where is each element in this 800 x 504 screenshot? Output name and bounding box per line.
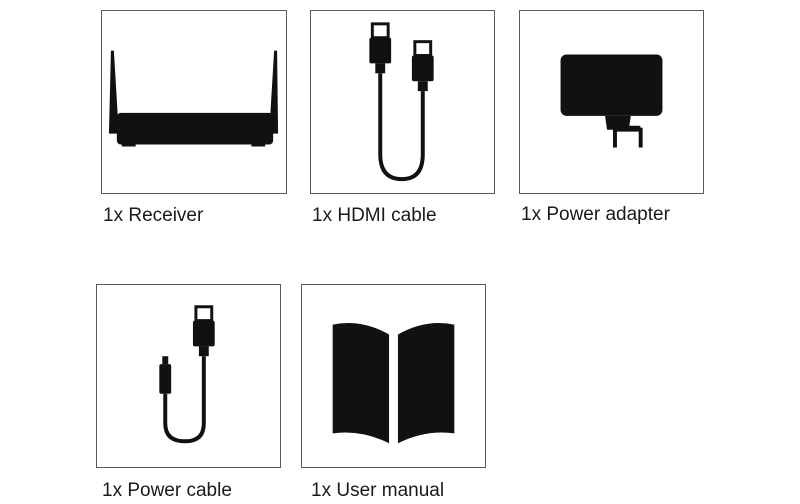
receiver-label: 1x Receiver xyxy=(103,205,204,226)
power-cable-label: 1x Power cable xyxy=(102,480,232,501)
receiver-image-frame xyxy=(101,10,287,194)
hdmi-cable-icon xyxy=(369,22,434,182)
power-adapter-icon xyxy=(560,54,663,148)
power-cable-icon xyxy=(159,305,215,444)
user-manual-label: 1x User manual xyxy=(311,480,445,501)
power-cable-image-frame xyxy=(96,284,281,468)
user-manual-icon xyxy=(332,322,455,444)
power-adapter-image-frame xyxy=(519,10,704,194)
receiver-icon xyxy=(108,50,279,147)
hdmi-cable-label: 1x HDMI cable xyxy=(312,205,437,226)
hdmi-cable-image-frame xyxy=(310,10,495,194)
user-manual-image-frame xyxy=(301,284,486,468)
power-adapter-label: 1x Power adapter xyxy=(521,204,670,225)
